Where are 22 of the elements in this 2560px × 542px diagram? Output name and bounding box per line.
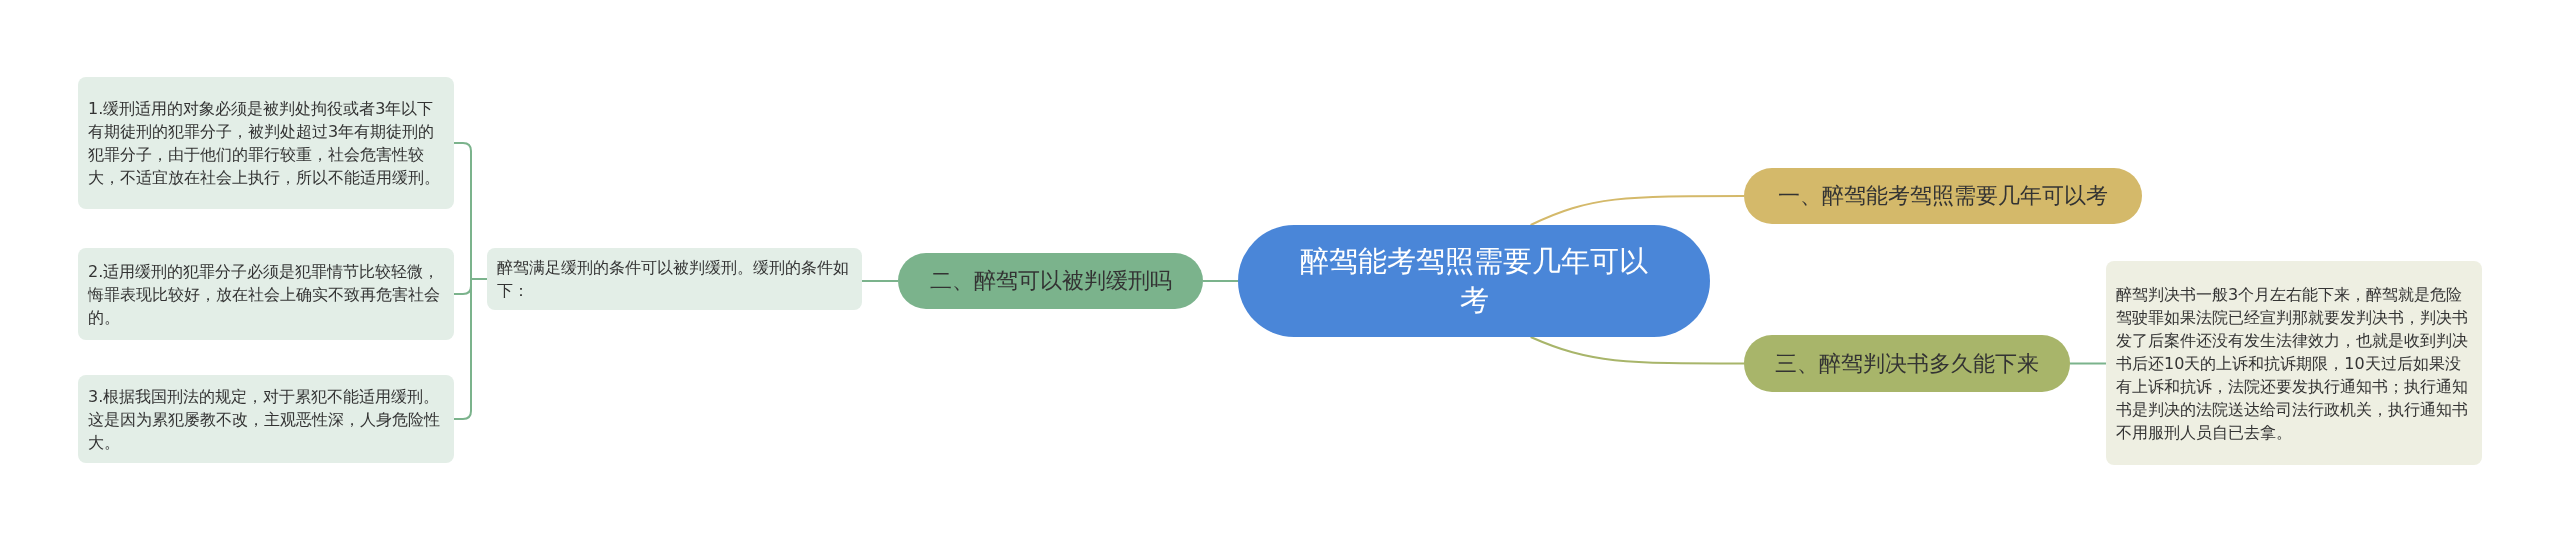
branch-topic — [1744, 335, 2070, 392]
note-card — [78, 248, 454, 340]
note-card — [78, 77, 454, 209]
topic-text: 醉驾判决书一般3个月左右能下来，醉驾就是危险驾驶罪如果法院已经宣判那就要发判决书，判决书发了后案件还没有发生法律效力，也就是收到判决书后还10天的上诉和抗诉期限，10天过后如果没有上诉和抗诉，法院还要发执行通知书；执行通知书是判决的法院送达给司法行政机关，执行通知书不用服刑人员自已去拿。 — [2116, 283, 2469, 444]
topic-text: 3.根据我国刑法的规定，对于累犯不能适用缓刑。这是因为累犯屡教不改，主观恶性深，人身危险性大。 — [88, 385, 441, 454]
note-card — [487, 248, 862, 310]
note-card — [78, 375, 454, 463]
note-card — [2106, 261, 2482, 465]
connector-line — [861, 280, 899, 282]
connector-line — [1529, 195, 1745, 226]
connector-line — [2069, 362, 2107, 365]
topic-text: 醉驾满足缓刑的条件可以被判缓刑。缓刑的条件如下： — [497, 257, 850, 302]
connector-line — [453, 278, 488, 420]
topic-text: 醉驾能考驾照需要几年可以考 — [1299, 242, 1649, 319]
branch-topic — [1744, 168, 2142, 224]
connector-line — [1529, 336, 1745, 365]
topic-text: 一、醉驾能考驾照需要几年可以考 — [1778, 182, 2108, 210]
topic-text: 三、醉驾判决书多久能下来 — [1775, 349, 2039, 378]
topic-text: 二、醉驾可以被判缓刑吗 — [929, 267, 1172, 295]
topic-text: 2.适用缓刑的犯罪分子必须是犯罪情节比较轻微，悔罪表现比较好，放在社会上确实不致再危害社会的。 — [88, 260, 441, 329]
connector-line — [1202, 280, 1239, 282]
topic-text: 1.缓刑适用的对象必须是被判处拘役或者3年以下有期徒刑的犯罪分子，被判处超过3年有期徒刑的犯罪分子，由于他们的罪行较重，社会危害性较大，不适宜放在社会上执行，所以不能适用缓刑。 — [88, 98, 441, 189]
